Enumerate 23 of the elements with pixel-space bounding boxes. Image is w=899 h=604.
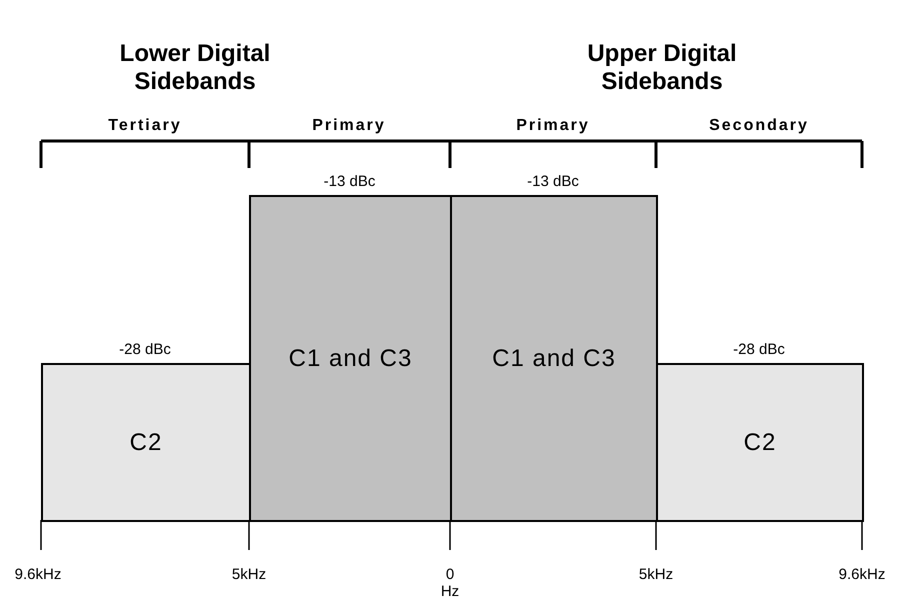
frequency-label: 5kHz xyxy=(232,566,266,583)
frequency-label: 0 Hz xyxy=(440,566,460,600)
band-label: Primary xyxy=(516,116,590,136)
level-label: -13 dBc xyxy=(527,172,579,192)
block-label: C1 and C3 xyxy=(288,344,412,374)
band-block xyxy=(41,363,251,522)
band-label: Tertiary xyxy=(108,116,182,136)
level-label: -28 dBc xyxy=(733,340,785,360)
frequency-label: 5kHz xyxy=(638,566,674,583)
band-block xyxy=(450,195,658,522)
block-label: C2 xyxy=(744,428,776,458)
block-label: C2 xyxy=(130,428,162,458)
block-label: C1 and C3 xyxy=(492,344,616,374)
sideband-heading: Lower Digital Sidebands xyxy=(118,40,272,96)
level-label: -28 dBc xyxy=(119,340,171,360)
frequency-label: 9.6kHz xyxy=(838,566,886,583)
band-block xyxy=(249,195,452,522)
band-label: Secondary xyxy=(709,116,809,136)
level-label: -13 dBc xyxy=(324,172,376,192)
band-block xyxy=(656,363,864,522)
band-label: Primary xyxy=(312,116,386,136)
sideband-heading: Upper Digital Sidebands xyxy=(586,40,738,96)
frequency-label: 9.6kHz xyxy=(14,566,62,583)
